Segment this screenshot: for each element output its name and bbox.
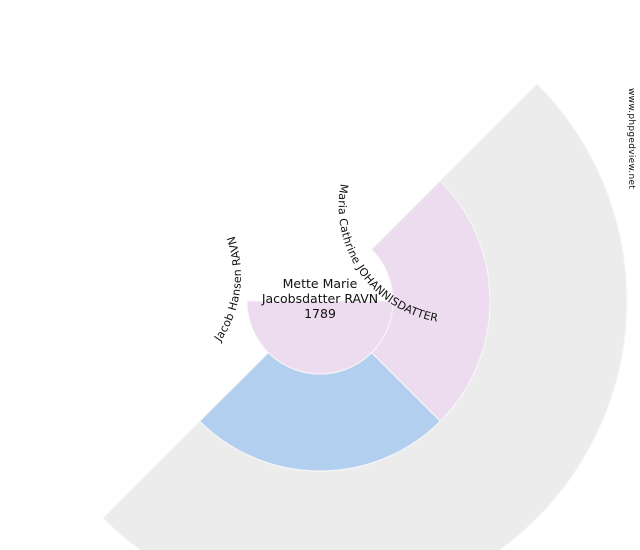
center-person-label[interactable]: Mette Marie Jacobsdatter RAVN 1789 bbox=[261, 276, 378, 321]
watermark-label: www.phpgedview.net bbox=[626, 88, 636, 189]
segment-label-father-text: Jacob Hansen RAVN bbox=[211, 235, 244, 345]
fan-chart-wedges bbox=[102, 83, 628, 550]
watermark: www.phpgedview.net bbox=[626, 88, 636, 189]
segment-label-father[interactable]: Jacob Hansen RAVN bbox=[211, 235, 244, 345]
center-birth-year: 1789 bbox=[304, 306, 336, 321]
fan-segment-gen1-self[interactable] bbox=[246, 300, 394, 375]
center-surname: Jacobsdatter RAVN bbox=[261, 291, 378, 306]
center-given-name: Mette Marie bbox=[283, 276, 358, 291]
